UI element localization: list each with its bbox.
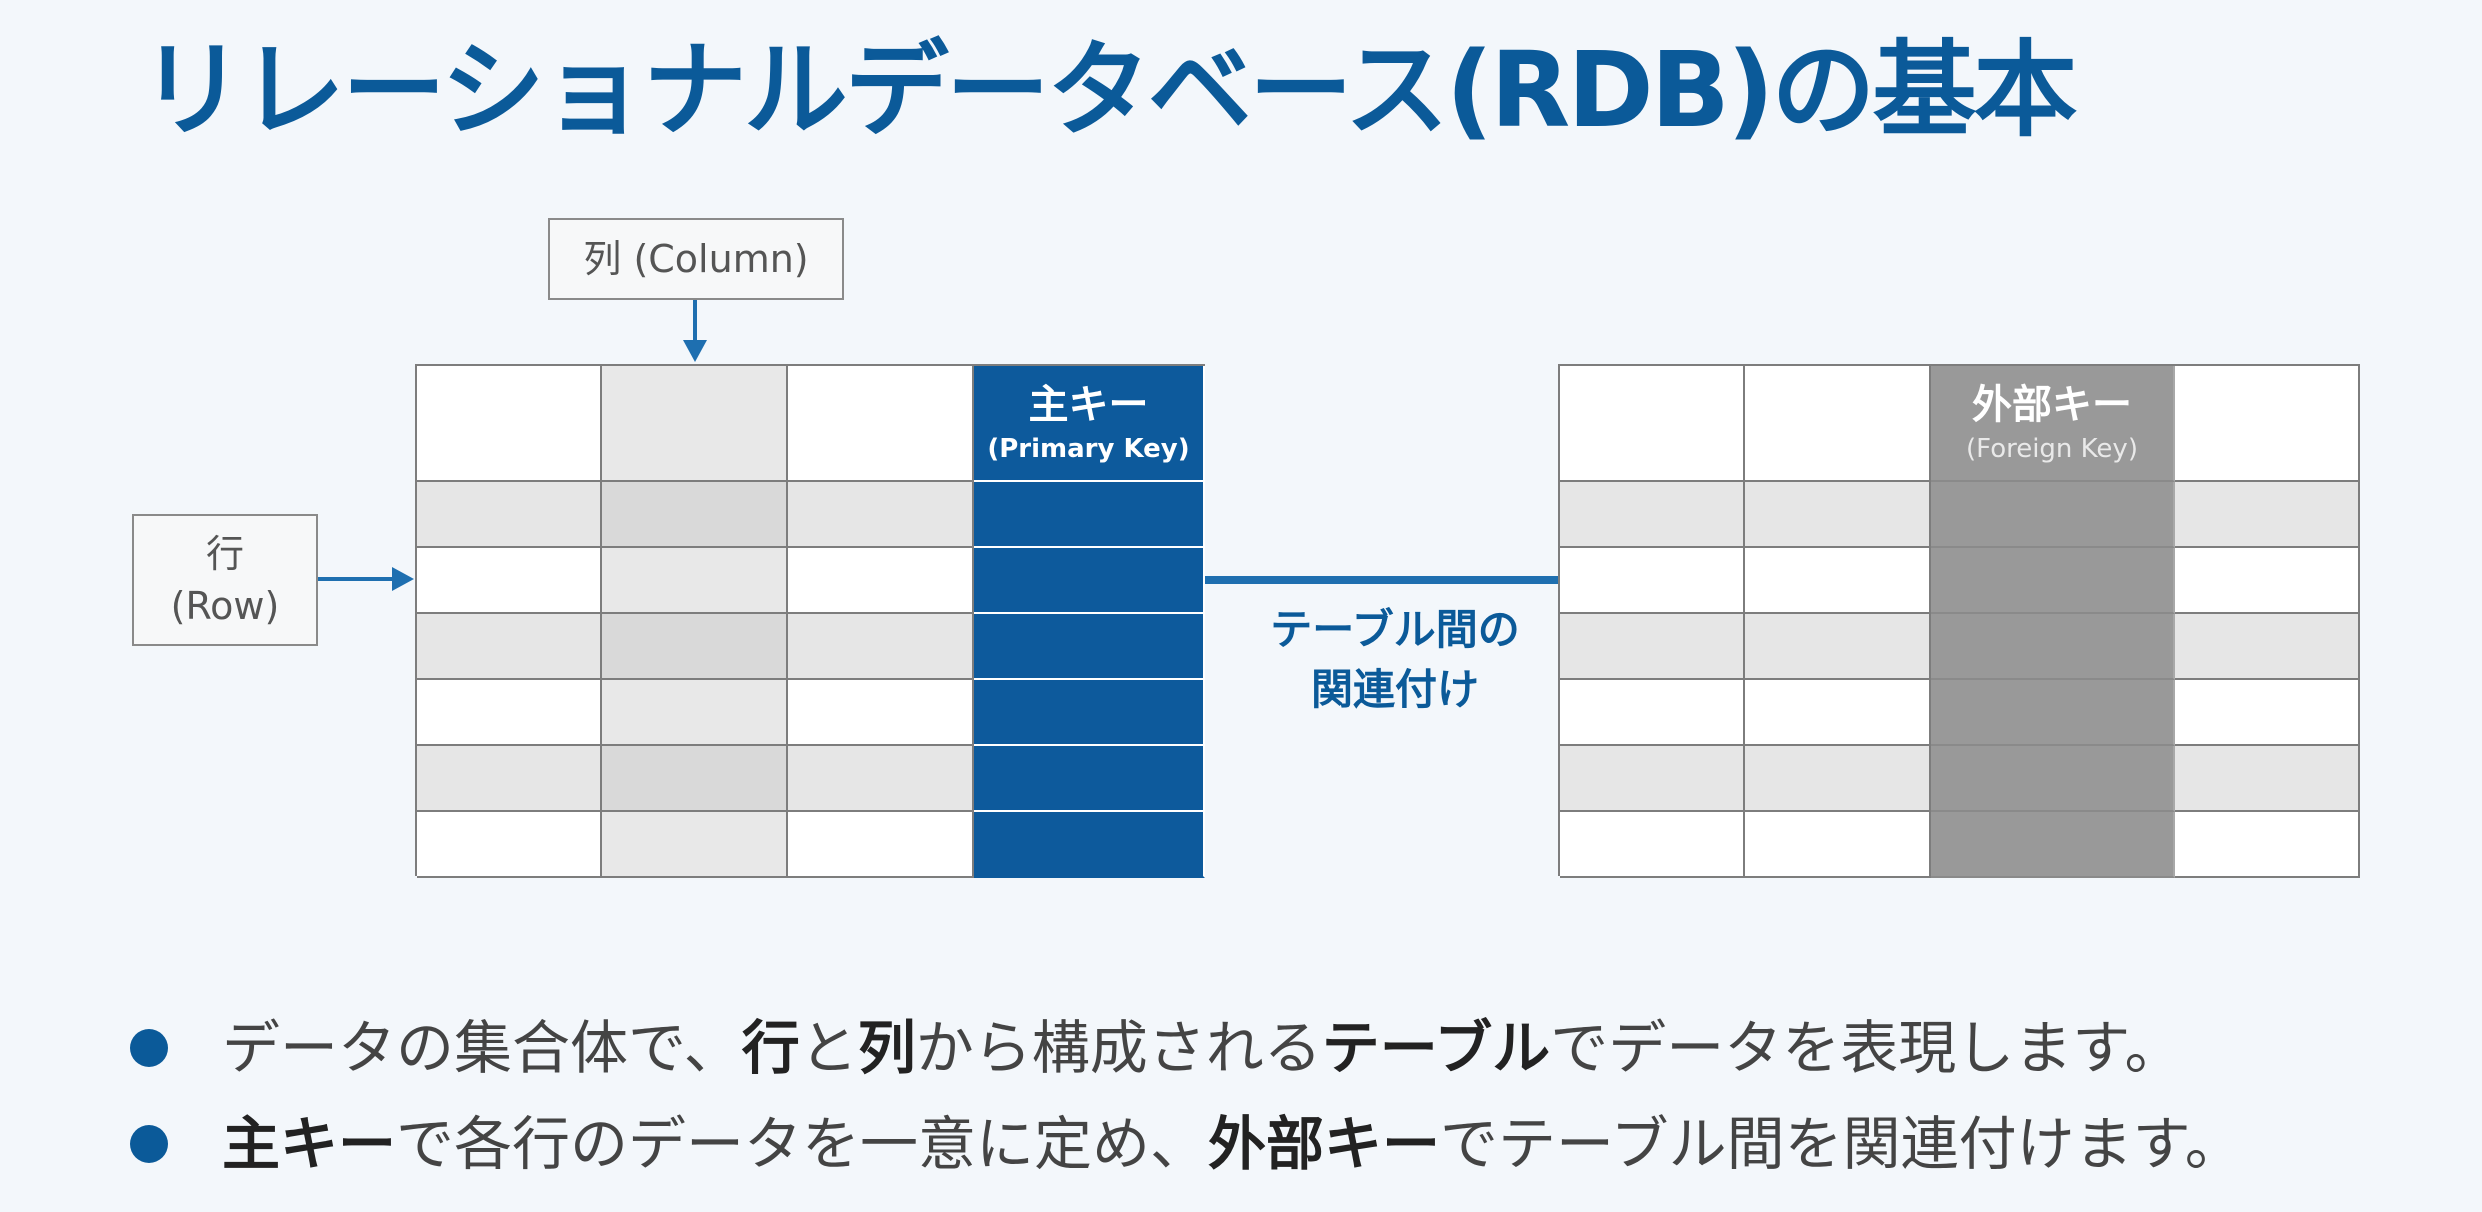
row-label: 行 (Row) bbox=[132, 514, 318, 646]
table-cell bbox=[417, 482, 602, 548]
table-cell bbox=[417, 746, 602, 812]
table-cell bbox=[788, 548, 974, 614]
bullet-dot bbox=[130, 1029, 168, 1067]
primary-key-cell: 主キー (Primary Key) bbox=[974, 366, 1205, 482]
bullet-text-segment: から構成される bbox=[915, 1014, 1322, 1082]
table-cell bbox=[2175, 614, 2360, 680]
foreign-table: 外部キー (Foreign Key) bbox=[1558, 364, 2360, 878]
foreign-key-cell bbox=[1931, 746, 2175, 812]
table-cell bbox=[1560, 482, 1745, 548]
highlighted-column-cell bbox=[602, 746, 788, 812]
highlighted-column-cell bbox=[602, 812, 788, 878]
table-cell bbox=[788, 680, 974, 746]
highlighted-column-cell bbox=[602, 366, 788, 482]
bullet-item-1: データの集合体で、行と列から構成されるテーブルでデータを表現します。 bbox=[130, 1008, 2182, 1088]
bullet-text-segment: と bbox=[799, 1014, 858, 1082]
primary-key-cell bbox=[974, 680, 1205, 746]
row-arrow-head bbox=[392, 567, 414, 591]
relation-label: テーブル間の 関連付け bbox=[1240, 600, 1550, 720]
bullet-text: データの集合体で、行と列から構成されるテーブルでデータを表現します。 bbox=[222, 1008, 2182, 1088]
table-cell bbox=[417, 812, 602, 878]
table-cell bbox=[2175, 548, 2360, 614]
bullet-text-segment: でデータを表現します。 bbox=[1550, 1014, 2183, 1082]
table-cell bbox=[417, 548, 602, 614]
row-label-line2: (Row) bbox=[170, 584, 280, 628]
table-cell bbox=[788, 614, 974, 680]
bullet-text-segment: データの集合体で、 bbox=[222, 1014, 742, 1082]
foreign-key-title: 外部キー bbox=[1972, 382, 2132, 428]
table-cell bbox=[1560, 614, 1745, 680]
highlighted-column-cell bbox=[602, 482, 788, 548]
table-cell bbox=[1560, 746, 1745, 812]
table-cell bbox=[1560, 366, 1745, 482]
table-cell bbox=[1745, 366, 1931, 482]
primary-key-subtitle: (Primary Key) bbox=[987, 434, 1190, 464]
table-cell bbox=[417, 366, 602, 482]
highlighted-column-cell bbox=[602, 680, 788, 746]
table-cell bbox=[1745, 548, 1931, 614]
foreign-key-cell: 外部キー (Foreign Key) bbox=[1931, 366, 2175, 482]
table-cell bbox=[788, 812, 974, 878]
foreign-key-cell bbox=[1931, 482, 2175, 548]
primary-key-cell bbox=[974, 548, 1205, 614]
table-cell bbox=[2175, 482, 2360, 548]
column-arrow-line bbox=[693, 300, 697, 342]
foreign-key-cell bbox=[1931, 680, 2175, 746]
bullet-bold-term: 列 bbox=[857, 1014, 916, 1082]
bullet-text: 主キーで各行のデータを一意に定め、外部キーでテーブル間を関連付けます。 bbox=[222, 1104, 2243, 1184]
table-cell bbox=[1560, 548, 1745, 614]
bullet-bold-term: 行 bbox=[741, 1014, 800, 1082]
foreign-key-cell bbox=[1931, 614, 2175, 680]
table-cell bbox=[1745, 614, 1931, 680]
foreign-key-cell bbox=[1931, 548, 2175, 614]
relation-label-line2: 関連付け bbox=[1310, 665, 1479, 714]
primary-key-title: 主キー bbox=[1028, 382, 1149, 428]
page-title: リレーショナルデータベース(RDB)の基本 bbox=[140, 29, 2077, 151]
relation-arrow-line bbox=[1205, 576, 1893, 584]
foreign-key-cell bbox=[1931, 812, 2175, 878]
table-cell bbox=[2175, 746, 2360, 812]
table-cell bbox=[788, 366, 974, 482]
table-cell bbox=[2175, 366, 2360, 482]
primary-table: 主キー (Primary Key) bbox=[415, 364, 1205, 878]
primary-key-cell bbox=[974, 482, 1205, 548]
table-cell bbox=[1745, 680, 1931, 746]
table-cell bbox=[1560, 680, 1745, 746]
table-cell bbox=[1745, 746, 1931, 812]
table-cell bbox=[1745, 482, 1931, 548]
table-cell bbox=[1560, 812, 1745, 878]
table-cell bbox=[788, 746, 974, 812]
bullet-bold-term: テーブル bbox=[1321, 1014, 1551, 1082]
foreign-key-subtitle: (Foreign Key) bbox=[1966, 434, 2138, 464]
primary-key-cell bbox=[974, 812, 1205, 878]
table-cell bbox=[417, 614, 602, 680]
bullet-bold-term: 主キー bbox=[222, 1110, 397, 1178]
table-cell bbox=[417, 680, 602, 746]
bullet-dot bbox=[130, 1125, 168, 1163]
table-cell bbox=[788, 482, 974, 548]
highlighted-column-cell bbox=[602, 614, 788, 680]
bullet-bold-term: 外部キー bbox=[1208, 1110, 1441, 1178]
column-arrow-head bbox=[683, 340, 707, 362]
table-cell bbox=[2175, 680, 2360, 746]
highlighted-column-cell bbox=[602, 548, 788, 614]
row-label-line1: 行 bbox=[205, 532, 244, 576]
column-label: 列 (Column) bbox=[548, 218, 844, 300]
table-cell bbox=[2175, 812, 2360, 878]
primary-key-cell bbox=[974, 614, 1205, 680]
primary-key-cell bbox=[974, 746, 1205, 812]
row-arrow-line bbox=[318, 577, 394, 581]
table-cell bbox=[1745, 812, 1931, 878]
bullet-item-2: 主キーで各行のデータを一意に定め、外部キーでテーブル間を関連付けます。 bbox=[130, 1104, 2243, 1184]
bullet-text-segment: でテーブル間を関連付けます。 bbox=[1440, 1110, 2243, 1178]
relation-label-line1: テーブル間の bbox=[1270, 605, 1520, 654]
bullet-text-segment: で各行のデータを一意に定め、 bbox=[396, 1110, 1209, 1178]
